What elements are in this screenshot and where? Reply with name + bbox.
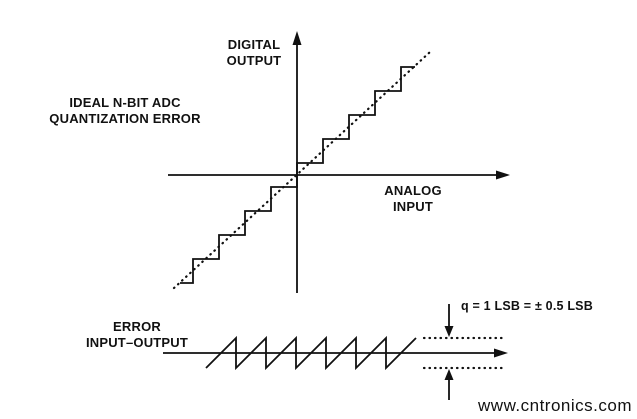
lsb-annotation: q = 1 LSB = ± 0.5 LSB: [461, 299, 593, 313]
sawtooth-error-waveform: [205, 335, 417, 371]
analog-input-axis-arrowhead-icon: [496, 170, 510, 180]
ideal-transfer-dotted-line: [172, 50, 432, 290]
error-axis-arrowhead-icon: [494, 348, 508, 358]
x-axis-label-line2: INPUT: [393, 199, 433, 214]
error-label-line2: INPUT–OUTPUT: [86, 335, 188, 350]
watermark: www.cntronics.com: [477, 396, 632, 415]
down-arrow-icon: [444, 326, 454, 337]
y-axis-label-line2: OUTPUT: [227, 53, 282, 68]
x-axis-label-line1: ANALOG: [384, 183, 442, 198]
figure-title-line1: IDEAL N-BIT ADC: [69, 95, 181, 110]
error-label-line1: ERROR: [113, 319, 161, 334]
up-arrow-icon: [444, 369, 454, 380]
y-axis-label-line1: DIGITAL: [228, 37, 280, 52]
staircase-transfer-function: [180, 66, 415, 284]
digital-output-axis-arrowhead-icon: [292, 31, 302, 45]
figure-title-line2: QUANTIZATION ERROR: [49, 111, 201, 126]
